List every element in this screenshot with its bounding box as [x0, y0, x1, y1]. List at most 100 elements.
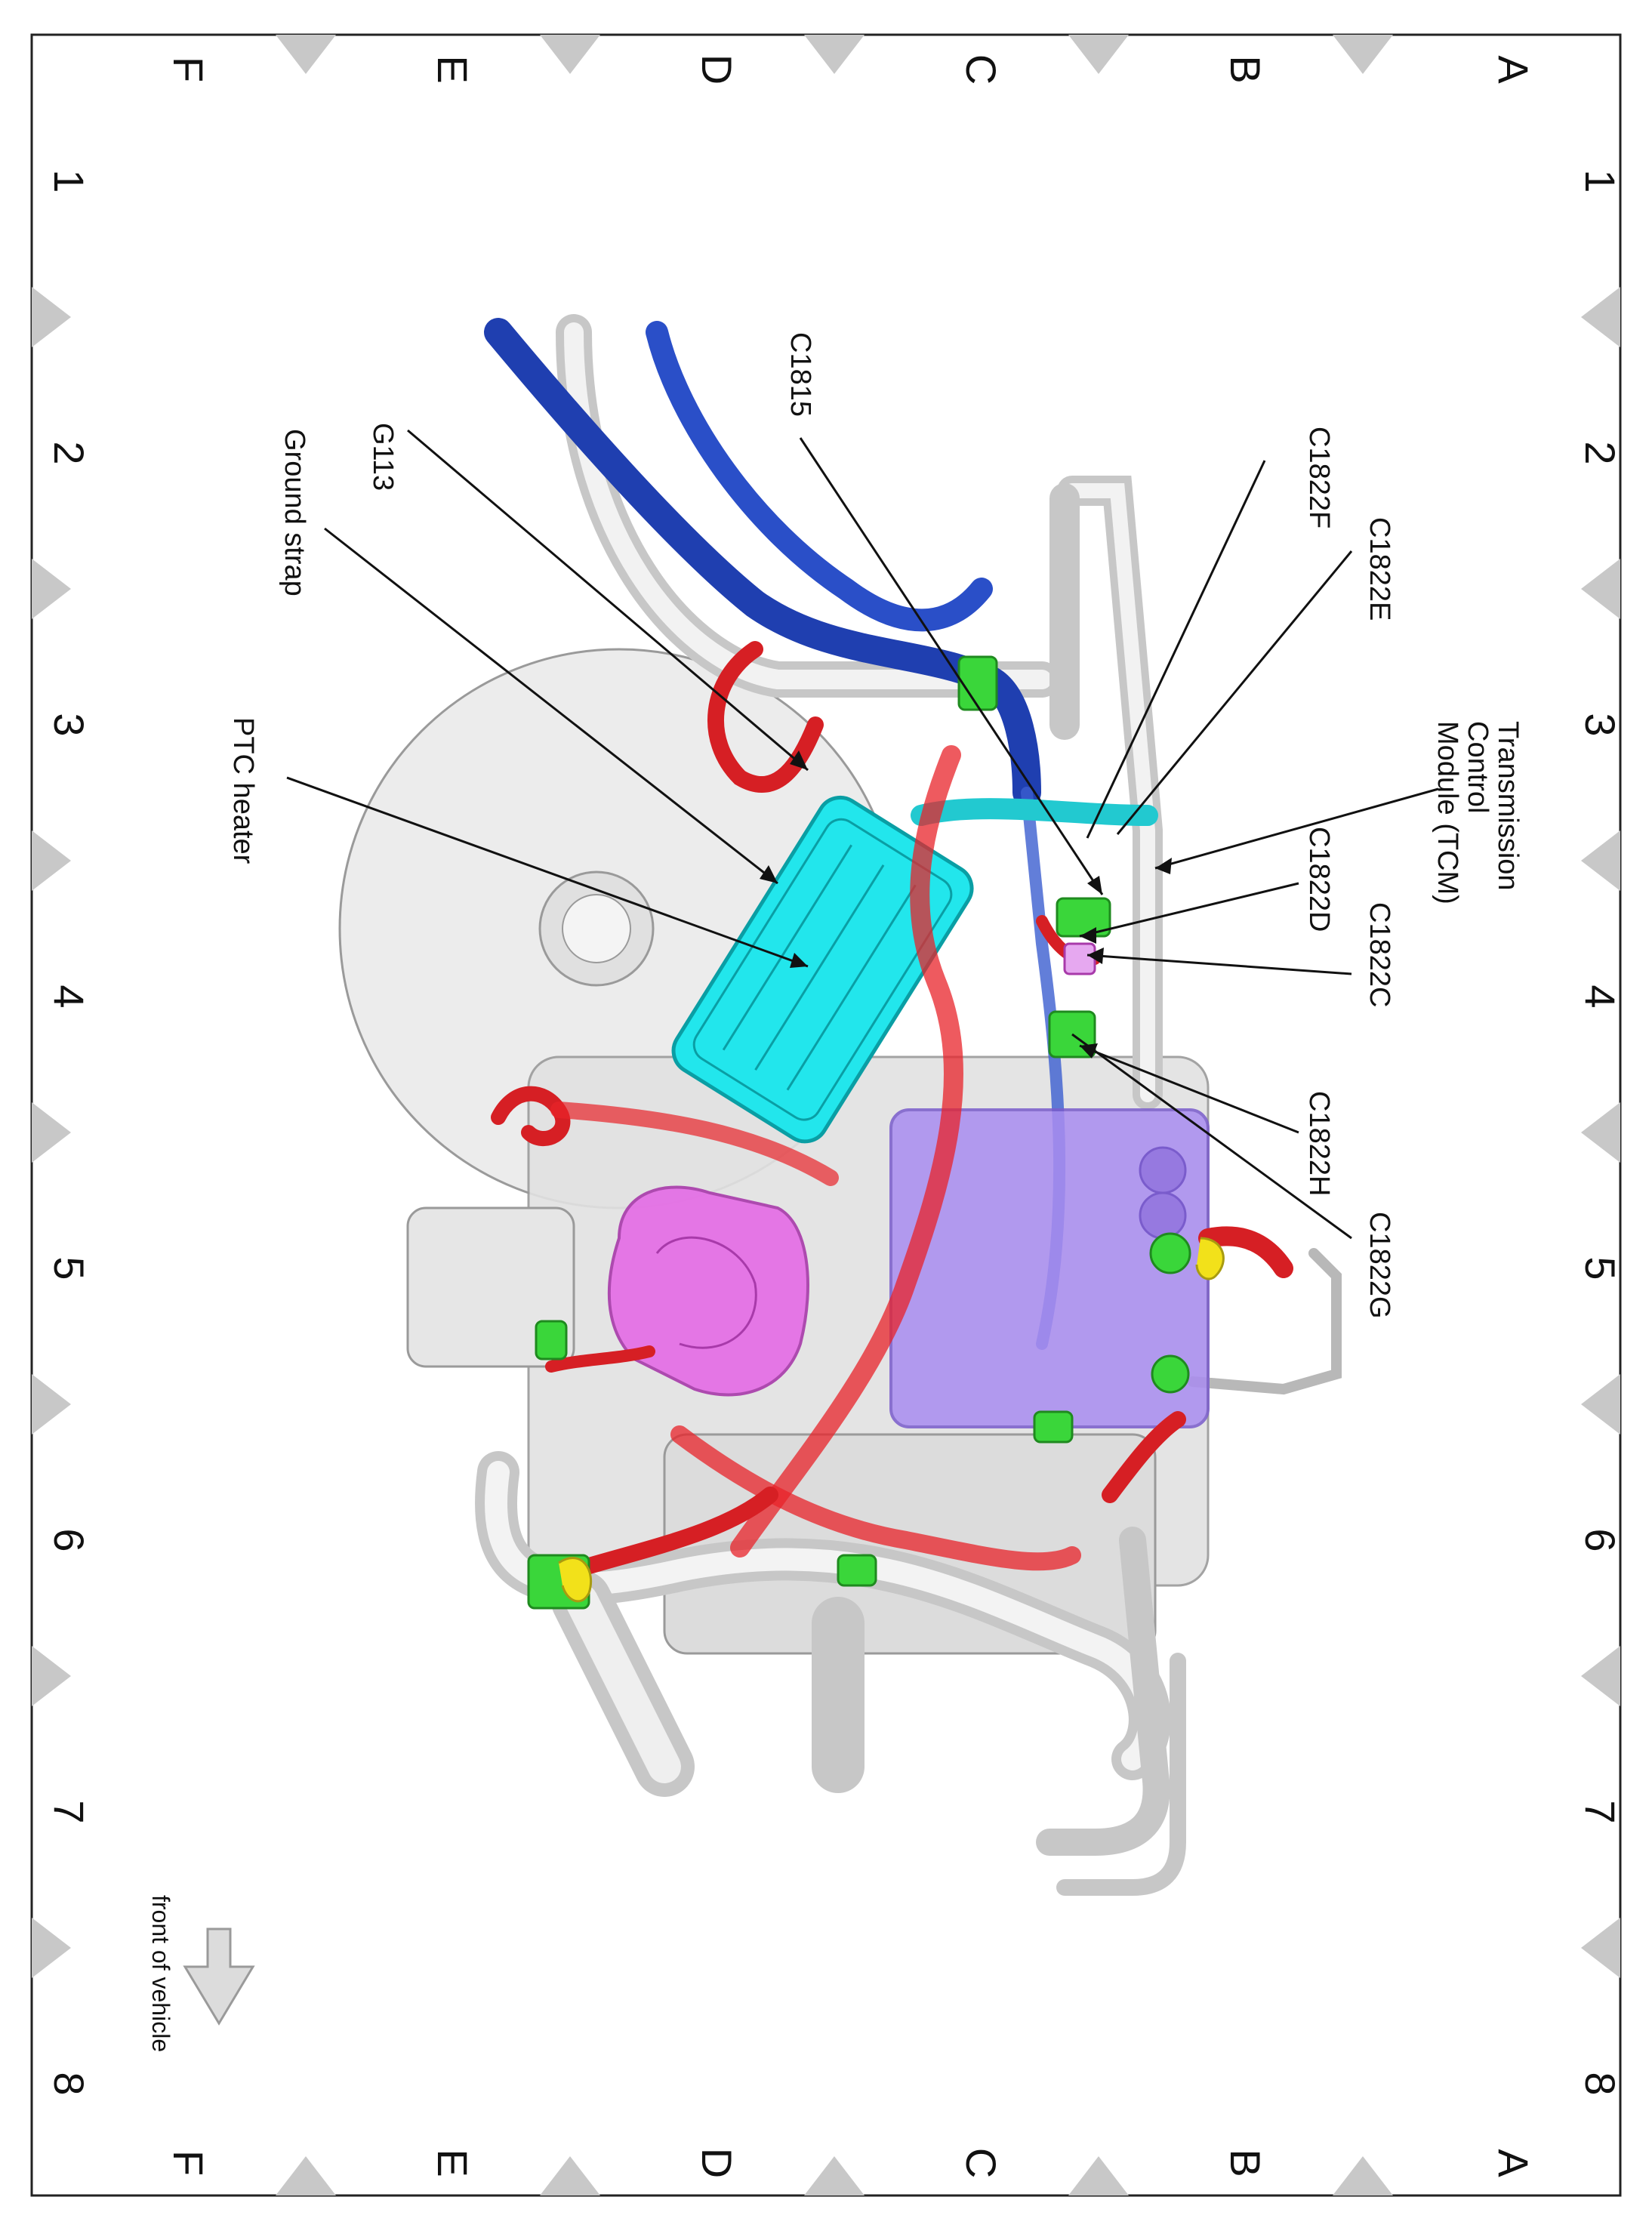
front-of-vehicle-indicator: front of vehicle: [147, 1895, 255, 2052]
leader-line-tcm: [1154, 787, 1439, 870]
callout-c1815: C1815: [784, 332, 816, 417]
column-label-left: 7: [45, 1800, 93, 1823]
leader-line-c1822c: [1086, 954, 1352, 975]
blue-harness: [484, 318, 1041, 807]
tcm-connector-port: [1139, 1146, 1187, 1194]
row-label-top: D: [693, 54, 741, 85]
grid-marker-triangle: [540, 2156, 600, 2195]
column-label-right: 2: [1576, 441, 1624, 464]
heater-hose-gray-highlight: [1065, 483, 1155, 1102]
row-label-bottom: A: [1490, 2149, 1537, 2177]
water-pump: [406, 1206, 575, 1368]
leader-arrowheads: [760, 750, 1172, 1058]
grid-marker-triangle: [1333, 2156, 1393, 2195]
grid-marker-triangle: [1333, 35, 1393, 74]
leader-lines: [286, 429, 1439, 1240]
arrowhead: [1155, 858, 1172, 874]
grid-marker-triangle: [1581, 559, 1620, 619]
callout-ground-strap: Ground strap: [279, 429, 310, 596]
arrowhead: [790, 750, 808, 770]
leader-line-c1822f: [1086, 460, 1266, 839]
pump-housing-detail: [655, 1236, 757, 1349]
arrowhead: [1080, 927, 1096, 944]
column-label-right: 3: [1576, 713, 1624, 736]
front-arrow-icon: [183, 1927, 255, 2026]
column-label-left: 3: [45, 713, 93, 736]
front-of-vehicle-label: front of vehicle: [147, 1895, 174, 2052]
row-label-top: B: [1222, 55, 1269, 83]
leader-line-c1815: [799, 437, 1104, 895]
row-label-top: C: [957, 54, 1005, 85]
grid-markers: [32, 35, 1620, 2195]
transmission-hub-inner: [562, 894, 631, 963]
column-label-left: 8: [45, 2072, 93, 2095]
connector-green-small: [1033, 1410, 1074, 1444]
grid-marker-triangle: [540, 35, 600, 74]
callout-labels: Transmission Control Module (TCM) C1822F…: [227, 332, 1524, 1319]
connector-green-round: [1151, 1354, 1190, 1394]
arrowhead: [760, 865, 778, 883]
grid-marker-triangle: [1581, 1102, 1620, 1163]
ac-line: [1056, 1653, 1186, 1896]
connector-green-round: [1149, 1232, 1191, 1274]
column-label-left: 5: [45, 1256, 93, 1280]
column-label-right: 4: [1576, 985, 1624, 1008]
fuel-line: [1188, 1248, 1342, 1395]
connector-green-small: [535, 1320, 568, 1360]
callout-c1822d: C1822D: [1303, 827, 1335, 932]
ptc-heater: [671, 795, 974, 1144]
yellow-clip: [1195, 1237, 1225, 1280]
pump-housing: [607, 1185, 809, 1397]
grid-marker-triangle: [1581, 830, 1620, 891]
row-label-bottom: B: [1222, 2149, 1269, 2177]
column-label-right: 5: [1576, 1256, 1624, 1280]
column-label-right: 6: [1576, 1528, 1624, 1551]
grid-marker-triangle: [1581, 1918, 1620, 1978]
grid-marker-triangle: [1581, 1646, 1620, 1706]
grid-marker-triangle: [32, 830, 71, 891]
ptc-heater-cable: [911, 798, 1158, 826]
arrowhead: [1087, 876, 1102, 895]
grid-marker-triangle: [32, 1102, 71, 1163]
grid-marker-triangle: [276, 2156, 336, 2195]
arrowhead: [1080, 1043, 1098, 1058]
arrowhead: [1087, 948, 1104, 964]
grid-marker-triangle: [1581, 287, 1620, 347]
grid-marker-triangle: [32, 287, 71, 347]
leader-line-ground-strap: [324, 527, 778, 885]
leader-line-c1822e: [1116, 550, 1353, 835]
column-label-right: 7: [1576, 1800, 1624, 1823]
tcm-connector-port: [1139, 1191, 1187, 1240]
grid-marker-triangle: [804, 35, 865, 74]
row-label-top: E: [429, 55, 476, 83]
row-label-bottom: D: [693, 2148, 741, 2178]
column-label-left: 4: [45, 985, 93, 1008]
callout-ptc-heater: PTC heater: [227, 717, 259, 864]
grid-marker-triangle: [1068, 35, 1129, 74]
grid-marker-triangle: [1068, 2156, 1129, 2195]
leader-line-ptc-heater: [286, 776, 809, 968]
callout-c1822c: C1822C: [1364, 902, 1395, 1007]
row-label-bottom: E: [429, 2149, 476, 2177]
row-label-top: A: [1490, 55, 1537, 84]
grid-column-labels: 1 2 3 4 5 6 7 8 1 2 3 4 5 6 7 8: [45, 169, 1624, 2095]
radiator-hose-gray: [1036, 1527, 1170, 1856]
callout-c1822e: C1822E: [1364, 517, 1395, 621]
callout-c1822g: C1822G: [1364, 1212, 1395, 1319]
callout-c1822f: C1822F: [1303, 427, 1335, 528]
connector-c1815: [957, 655, 998, 711]
leader-line-c1822h: [1079, 1044, 1299, 1134]
callout-g113: G113: [367, 423, 399, 491]
row-label-top: F: [165, 57, 212, 82]
grid-marker-triangle: [32, 1374, 71, 1434]
column-label-left: 1: [45, 169, 93, 193]
grid-marker-triangle: [32, 1646, 71, 1706]
air-intake-tube-highlight: [565, 1584, 681, 1783]
leader-line-g113: [407, 429, 809, 772]
arrowhead: [790, 953, 808, 968]
column-label-right: 8: [1576, 2072, 1624, 2095]
column-label-right: 1: [1576, 169, 1624, 193]
row-label-bottom: F: [165, 2150, 212, 2176]
grid-marker-triangle: [804, 2156, 865, 2195]
